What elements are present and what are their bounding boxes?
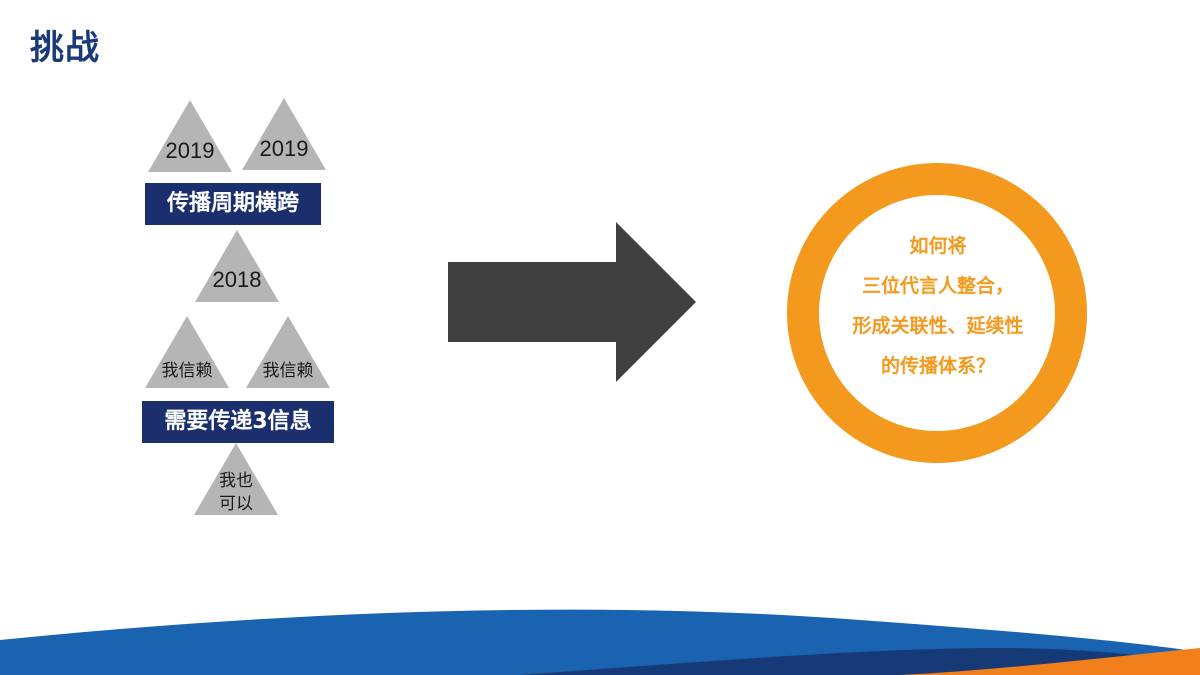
banner-cycle: 传播周期横跨 [145,183,321,225]
triangle-2019-right [242,98,326,170]
ring-line: 的传播体系？ [880,355,995,377]
triangle-label: 我也 可以 [194,469,278,515]
triangle-2018 [195,230,279,302]
triangle-label: 我信赖 [161,361,213,380]
triangle-trust-right [246,316,330,388]
ring-question: 如何将 三位代言人整合， 形成关联性、延续性 的传播体系？ [808,226,1068,386]
ring-line: 形成关联性、延续性 [852,315,1024,337]
triangle-label: 2019 [165,138,215,163]
triangle-label: 2018 [212,267,262,292]
triangle-2019-left [148,100,232,172]
triangle-trust-left [145,316,229,388]
triangle-bottom [194,443,278,515]
triangle-label: 2019 [259,136,309,161]
banner-message: 需要传递3信息 [142,401,334,443]
right-arrow-icon [448,222,696,382]
triangle-label: 我信赖 [262,361,314,380]
triangle-label-line: 可以 [219,494,253,513]
slide-title: 挑战 [30,28,100,68]
bottom-wave [0,609,1200,675]
ring-line: 如何将 [909,235,967,257]
triangle-label-line: 我也 [219,471,253,490]
ring-line: 三位代言人整合， [861,275,1014,297]
